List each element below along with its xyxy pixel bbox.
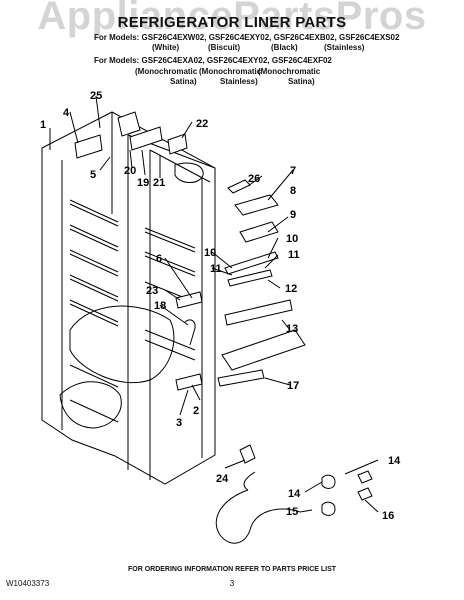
callout-7: 7 xyxy=(290,165,296,177)
finish-biscuit: (Biscuit) xyxy=(208,43,240,52)
page-title: REFRIGERATOR LINER PARTS xyxy=(117,14,347,31)
callout-14a: 14 xyxy=(388,455,401,467)
callout-1: 1 xyxy=(40,119,46,131)
finish-black: (Black) xyxy=(271,43,298,52)
callout-11b: 11 xyxy=(288,249,300,261)
finish-white: (White) xyxy=(152,43,180,52)
callout-17: 17 xyxy=(287,380,299,392)
callout-21: 21 xyxy=(153,177,165,189)
callout-9: 9 xyxy=(290,209,296,221)
ordering-note: FOR ORDERING INFORMATION REFER TO PARTS … xyxy=(127,566,337,573)
finish-mono-satina2-a: (Monochromatic xyxy=(258,67,321,76)
callout-5: 5 xyxy=(90,169,96,181)
watermark: AppliancePartsPros xyxy=(37,0,427,38)
finish-mono-stainless-b: Stainless) xyxy=(220,77,258,86)
finish-mono-stainless-a: (Monochromatic xyxy=(199,67,262,76)
callout-2: 2 xyxy=(193,405,199,417)
doc-number: W10403373 xyxy=(6,579,50,588)
callout-20: 20 xyxy=(124,165,136,177)
callout-6: 6 xyxy=(156,253,162,265)
callout-15: 15 xyxy=(286,506,298,518)
callout-26: 26 xyxy=(248,173,260,185)
callout-10a: 10 xyxy=(204,247,216,259)
finish-mono-satina2-b: Satina) xyxy=(288,77,315,86)
callout-18: 18 xyxy=(154,300,166,312)
callout-11a: 11 xyxy=(210,263,222,275)
callout-19: 19 xyxy=(137,177,149,189)
models-line-2: For Models: GSF26C4EXA02, GSF26C4EXY02, … xyxy=(94,56,332,65)
callout-3: 3 xyxy=(176,417,182,429)
callout-8: 8 xyxy=(290,185,296,197)
callout-10b: 10 xyxy=(286,233,298,245)
callout-24: 24 xyxy=(216,473,229,485)
callout-4: 4 xyxy=(63,107,70,119)
models-line-1: For Models: GSF26C4EXW02, GSF26C4EXY02, … xyxy=(94,33,400,42)
callout-16: 16 xyxy=(382,510,394,522)
callout-22: 22 xyxy=(196,118,208,130)
callout-13: 13 xyxy=(286,323,298,335)
callout-25: 25 xyxy=(90,90,102,102)
callout-23: 23 xyxy=(146,285,158,297)
callout-labels: 1 25 4 22 5 20 19 21 26 7 8 9 10 10 11 1… xyxy=(40,90,401,522)
finish-stainless: (Stainless) xyxy=(324,43,365,52)
callout-14b: 14 xyxy=(288,488,301,500)
page-number: 3 xyxy=(229,579,235,588)
finish-mono-satina-a: (Monochromatic xyxy=(135,67,198,76)
callout-12: 12 xyxy=(285,283,297,295)
finish-mono-satina-b: Satina) xyxy=(170,77,197,86)
